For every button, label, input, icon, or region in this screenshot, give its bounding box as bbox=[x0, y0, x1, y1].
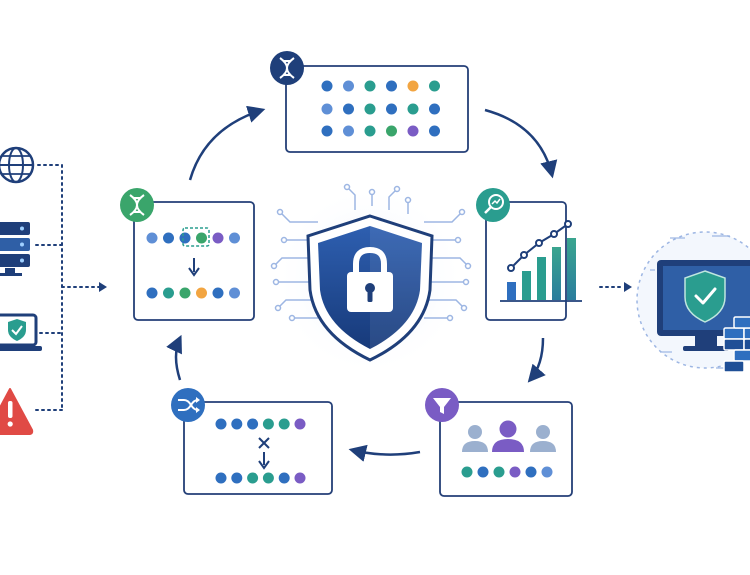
source-connectors bbox=[35, 164, 101, 411]
gene-dot bbox=[493, 466, 505, 478]
gene-dot bbox=[163, 287, 174, 299]
gene-dot bbox=[146, 287, 158, 299]
laptop-shield-icon bbox=[0, 313, 42, 351]
gene-dot bbox=[364, 80, 376, 92]
mutation-highlight bbox=[182, 227, 210, 277]
gene-dot bbox=[212, 232, 224, 244]
gene-dot bbox=[278, 472, 290, 484]
selection-chromosome-dots bbox=[461, 466, 553, 478]
arrow-crossover-to-mutation bbox=[166, 334, 182, 381]
arrow-genome-to-evaluation bbox=[484, 108, 558, 179]
dna-icon bbox=[270, 51, 304, 85]
gene-dot bbox=[343, 80, 354, 92]
gene-dot bbox=[212, 287, 224, 299]
gene-dot bbox=[364, 103, 376, 115]
gene-dot bbox=[321, 80, 333, 92]
shuffle-icon bbox=[171, 388, 205, 422]
warning-icon bbox=[0, 388, 34, 435]
monitor-shield-firewall-icon bbox=[636, 231, 750, 373]
selection-people bbox=[462, 420, 556, 452]
gene-dot bbox=[343, 125, 354, 137]
gene-dot bbox=[461, 466, 473, 478]
gene-dot bbox=[429, 103, 440, 115]
arrow-selection-to-crossover bbox=[348, 444, 421, 462]
gene-dot bbox=[278, 418, 290, 430]
gene-dot bbox=[179, 287, 191, 299]
gene-dot bbox=[407, 125, 419, 137]
gene-dot bbox=[294, 472, 306, 484]
gene-dot bbox=[343, 103, 354, 115]
mutation-chromosome-dots bbox=[146, 232, 240, 299]
source-arrow-head bbox=[99, 282, 107, 292]
gene-dot bbox=[231, 418, 243, 430]
gene-dot bbox=[509, 466, 521, 478]
gene-dot bbox=[229, 287, 240, 299]
gene-dot bbox=[229, 232, 240, 244]
genome-population-dots bbox=[321, 80, 440, 137]
globe-icon bbox=[0, 146, 35, 184]
gene-dot bbox=[429, 80, 440, 92]
evaluation-chart bbox=[500, 220, 582, 302]
gene-dot bbox=[215, 418, 227, 430]
gene-dot bbox=[247, 472, 259, 484]
gene-dot bbox=[163, 232, 174, 244]
gene-dot bbox=[407, 103, 419, 115]
gene-dot bbox=[407, 80, 419, 92]
arrow-mutation-to-genome bbox=[188, 105, 266, 181]
gene-dot bbox=[386, 80, 397, 92]
output-connector bbox=[599, 282, 632, 292]
gene-dot bbox=[262, 472, 274, 484]
gene-dot bbox=[179, 232, 191, 244]
dna-icon bbox=[120, 188, 154, 222]
arrow-evaluation-to-selection bbox=[527, 337, 546, 383]
gene-dot bbox=[294, 418, 306, 430]
gene-dot bbox=[321, 103, 333, 115]
gene-dot bbox=[196, 232, 207, 244]
gene-dot bbox=[429, 125, 440, 137]
funnel-icon bbox=[425, 388, 459, 422]
gene-dot bbox=[541, 466, 553, 478]
gene-dot bbox=[146, 232, 158, 244]
gene-dot bbox=[364, 125, 376, 137]
crossover-box bbox=[183, 401, 333, 495]
circuit-nodes bbox=[270, 183, 472, 322]
gene-dot bbox=[386, 103, 397, 115]
cycle-arrows bbox=[166, 105, 558, 462]
gene-dot bbox=[262, 418, 274, 430]
gene-dot bbox=[231, 472, 243, 484]
input-sources bbox=[0, 146, 107, 435]
padlock-icon bbox=[347, 246, 393, 312]
genome-box bbox=[285, 65, 469, 153]
center-shield-lock bbox=[270, 183, 472, 375]
gene-dot bbox=[196, 287, 207, 299]
crossover-symbol bbox=[258, 437, 270, 470]
gene-dot bbox=[477, 466, 489, 478]
gene-dot bbox=[525, 466, 537, 478]
gene-dot bbox=[215, 472, 227, 484]
gene-dot bbox=[386, 125, 397, 137]
gene-dot bbox=[321, 125, 333, 137]
gene-dot bbox=[247, 418, 259, 430]
firewall-bricks bbox=[723, 316, 750, 373]
crossover-chromosome-dots bbox=[215, 418, 306, 484]
server-icon bbox=[0, 222, 30, 276]
chart-search-icon bbox=[476, 188, 510, 222]
